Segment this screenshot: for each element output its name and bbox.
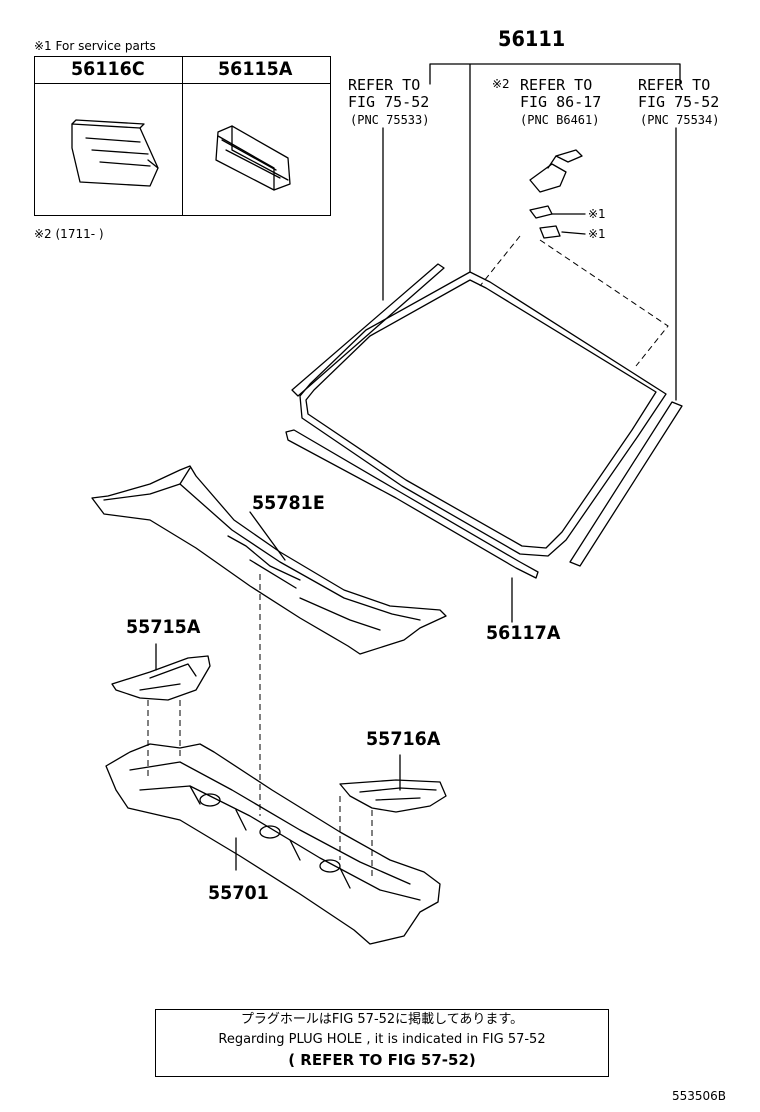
ref-right-line1[interactable]: REFER TO bbox=[638, 76, 711, 94]
part-number-55781e[interactable]: 55781E bbox=[252, 492, 325, 514]
ref-middle-pnc: (PNC B6461) bbox=[520, 113, 600, 127]
service-parts-box bbox=[34, 56, 331, 216]
cowl-side-rh-drawing bbox=[339, 779, 447, 813]
ref-middle-line2[interactable]: FIG 86-17 bbox=[520, 93, 602, 111]
part-number-56116c[interactable]: 56116C bbox=[71, 58, 145, 80]
part-56115a-drawing bbox=[215, 125, 291, 191]
ref-middle-mark: ※2 bbox=[492, 77, 510, 91]
diagram-id: 553506B bbox=[672, 1089, 727, 1103]
part-56116c-drawing bbox=[71, 119, 159, 187]
part-number-56115a[interactable]: 56115A bbox=[218, 58, 293, 80]
ref-left-line2[interactable]: FIG 75-52 bbox=[348, 93, 430, 111]
cowl-louver-drawing bbox=[91, 465, 447, 655]
dam-drawing bbox=[285, 429, 539, 579]
callout-clip-lower: ※1 bbox=[588, 227, 606, 241]
note-line-en: Regarding PLUG HOLE , it is indicated in… bbox=[218, 1032, 546, 1047]
molding-left-drawing bbox=[291, 263, 445, 397]
part-number-56117a[interactable]: 56117A bbox=[486, 622, 561, 644]
molding-right-drawing bbox=[569, 401, 683, 567]
ref-left-pnc: (PNC 75533) bbox=[350, 113, 430, 127]
ref-right-pnc: (PNC 75534) bbox=[640, 113, 720, 127]
part-number-56111[interactable]: 56111 bbox=[498, 27, 566, 51]
cowl-side-lh-drawing bbox=[111, 655, 211, 701]
windshield-glass-drawing bbox=[299, 271, 667, 557]
part-number-55701[interactable]: 55701 bbox=[208, 882, 269, 904]
footnote-2: ※2 (1711- ) bbox=[34, 227, 104, 241]
callout-clip-upper: ※1 bbox=[588, 207, 606, 221]
note-line-jp: プラグホールはFIG 57-52に掲載してあります。 bbox=[240, 1012, 524, 1027]
service-parts-note: ※1 For service parts bbox=[34, 39, 156, 53]
ref-right-line2[interactable]: FIG 75-52 bbox=[638, 93, 720, 111]
ref-left-line1[interactable]: REFER TO bbox=[348, 76, 421, 94]
plug-hole-note-box: プラグホールはFIG 57-52に掲載してあります。 Regarding PLU… bbox=[155, 1009, 609, 1077]
sensor-bracket-drawing bbox=[529, 149, 583, 239]
ref-middle-line1[interactable]: REFER TO bbox=[520, 76, 593, 94]
service-parts-divider bbox=[182, 57, 184, 215]
part-number-55715a[interactable]: 55715A bbox=[126, 616, 201, 638]
note-refer-link[interactable]: ( REFER TO FIG 57-52) bbox=[288, 1051, 476, 1069]
cowl-panel-drawing bbox=[105, 743, 441, 945]
part-number-55716a[interactable]: 55716A bbox=[366, 728, 441, 750]
